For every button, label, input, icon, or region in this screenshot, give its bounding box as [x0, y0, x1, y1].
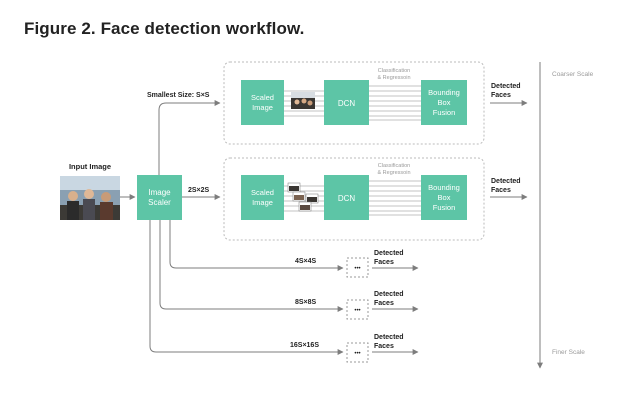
branch-1-dcn-box	[324, 80, 369, 125]
branch-3-output-label-line2: Faces	[374, 259, 394, 266]
branch-5-ellipsis: •••	[354, 351, 360, 357]
branch-4-output-label-line2: Faces	[374, 300, 394, 307]
branch-2-dashed-frame	[223, 157, 485, 241]
branch-3-output-label-line1: Detected	[374, 250, 404, 257]
branch-1-fusion-label-line3: Fusion	[433, 108, 456, 117]
image-scaler-box	[137, 175, 182, 220]
branch-1-output-label-line1: Detected	[491, 83, 521, 90]
image-scaler-label-line2: Scaler	[148, 198, 171, 207]
branch-2-scaled-tiles	[287, 182, 319, 212]
page-title: Figure 2. Face detection workflow.	[24, 19, 305, 38]
branch-1-scaled-label-line2: Image	[252, 103, 273, 112]
branch-2-scaled-image-box	[241, 175, 284, 220]
branch-3-pipeline: ••• Detected Faces	[346, 250, 419, 278]
branch-2-fusion-label-line3: Fusion	[433, 203, 456, 212]
branch-2-output-label-line2: Faces	[491, 187, 511, 194]
branch-1-cls-label-line1: Classification	[378, 68, 410, 74]
branch-4-ellipsis: •••	[354, 308, 360, 314]
branch-2-output-label-line1: Detected	[491, 178, 521, 185]
branch-1-scaled-image-box	[241, 80, 284, 125]
connector-branch-1	[158, 100, 221, 175]
coarser-scale-label: Coarser Scale	[552, 71, 594, 78]
branch-1-fusion-label-line2: Box	[438, 98, 451, 107]
branch-1-dashed-frame	[223, 61, 485, 145]
branch-2-pipeline: Scaled Image DCN Classification & Regres…	[223, 157, 528, 241]
branch-2-size-label: 2S×2S	[188, 187, 210, 194]
branch-1-fusion-label-line1: Bounding	[428, 88, 460, 97]
branch-2-cls-label-line2: & Regressoin	[377, 170, 410, 176]
branch-2-fusion-label-line1: Bounding	[428, 183, 460, 192]
branch-4-output-label-line1: Detected	[374, 291, 404, 298]
branch-1-scaled-label-line1: Scaled	[251, 93, 274, 102]
branch-3-size-label: 4S×4S	[295, 258, 317, 265]
branch-2-scaled-label-line1: Scaled	[251, 188, 274, 197]
branch-3-ellipsis: •••	[354, 266, 360, 272]
branch-4-size-label: 8S×8S	[295, 299, 317, 306]
branch-5-size-label: 16S×16S	[290, 342, 319, 349]
connector-branch-5	[149, 220, 344, 355]
input-image-label: Input Image	[69, 162, 111, 171]
finer-scale-label: Finer Scale	[552, 349, 585, 356]
branch-1-dcn-label: DCN	[338, 99, 356, 108]
connector-branch-4	[159, 220, 344, 312]
branch-5-output-label-line1: Detected	[374, 334, 404, 341]
branch-5-pipeline: ••• Detected Faces	[346, 334, 419, 363]
branch-2-cls-label-line1: Classification	[378, 163, 410, 169]
branch-2-dcn-label: DCN	[338, 194, 356, 203]
branch-1-scaled-thumbnail	[291, 92, 315, 109]
branch-1-output-label-line2: Faces	[491, 92, 511, 99]
branch-1-fusion-box	[421, 80, 467, 125]
branch-5-output-label-line2: Faces	[374, 343, 394, 350]
connector-branch-3	[169, 220, 344, 271]
branch-1-pipeline: Scaled Image DCN Classification & Regres…	[223, 61, 528, 145]
branch-1-size-label: Smallest Size: S×S	[147, 92, 210, 99]
image-scaler-label-line1: Image	[148, 188, 171, 197]
branch-4-pipeline: ••• Detected Faces	[346, 291, 419, 320]
branch-1-cls-label-line2: & Regressoin	[377, 75, 410, 81]
branch-2-fusion-box	[421, 175, 467, 220]
branch-2-dcn-box	[324, 175, 369, 220]
branch-2-scaled-label-line2: Image	[252, 198, 273, 207]
input-image-thumbnail	[60, 176, 120, 220]
branch-2-fusion-label-line2: Box	[438, 193, 451, 202]
